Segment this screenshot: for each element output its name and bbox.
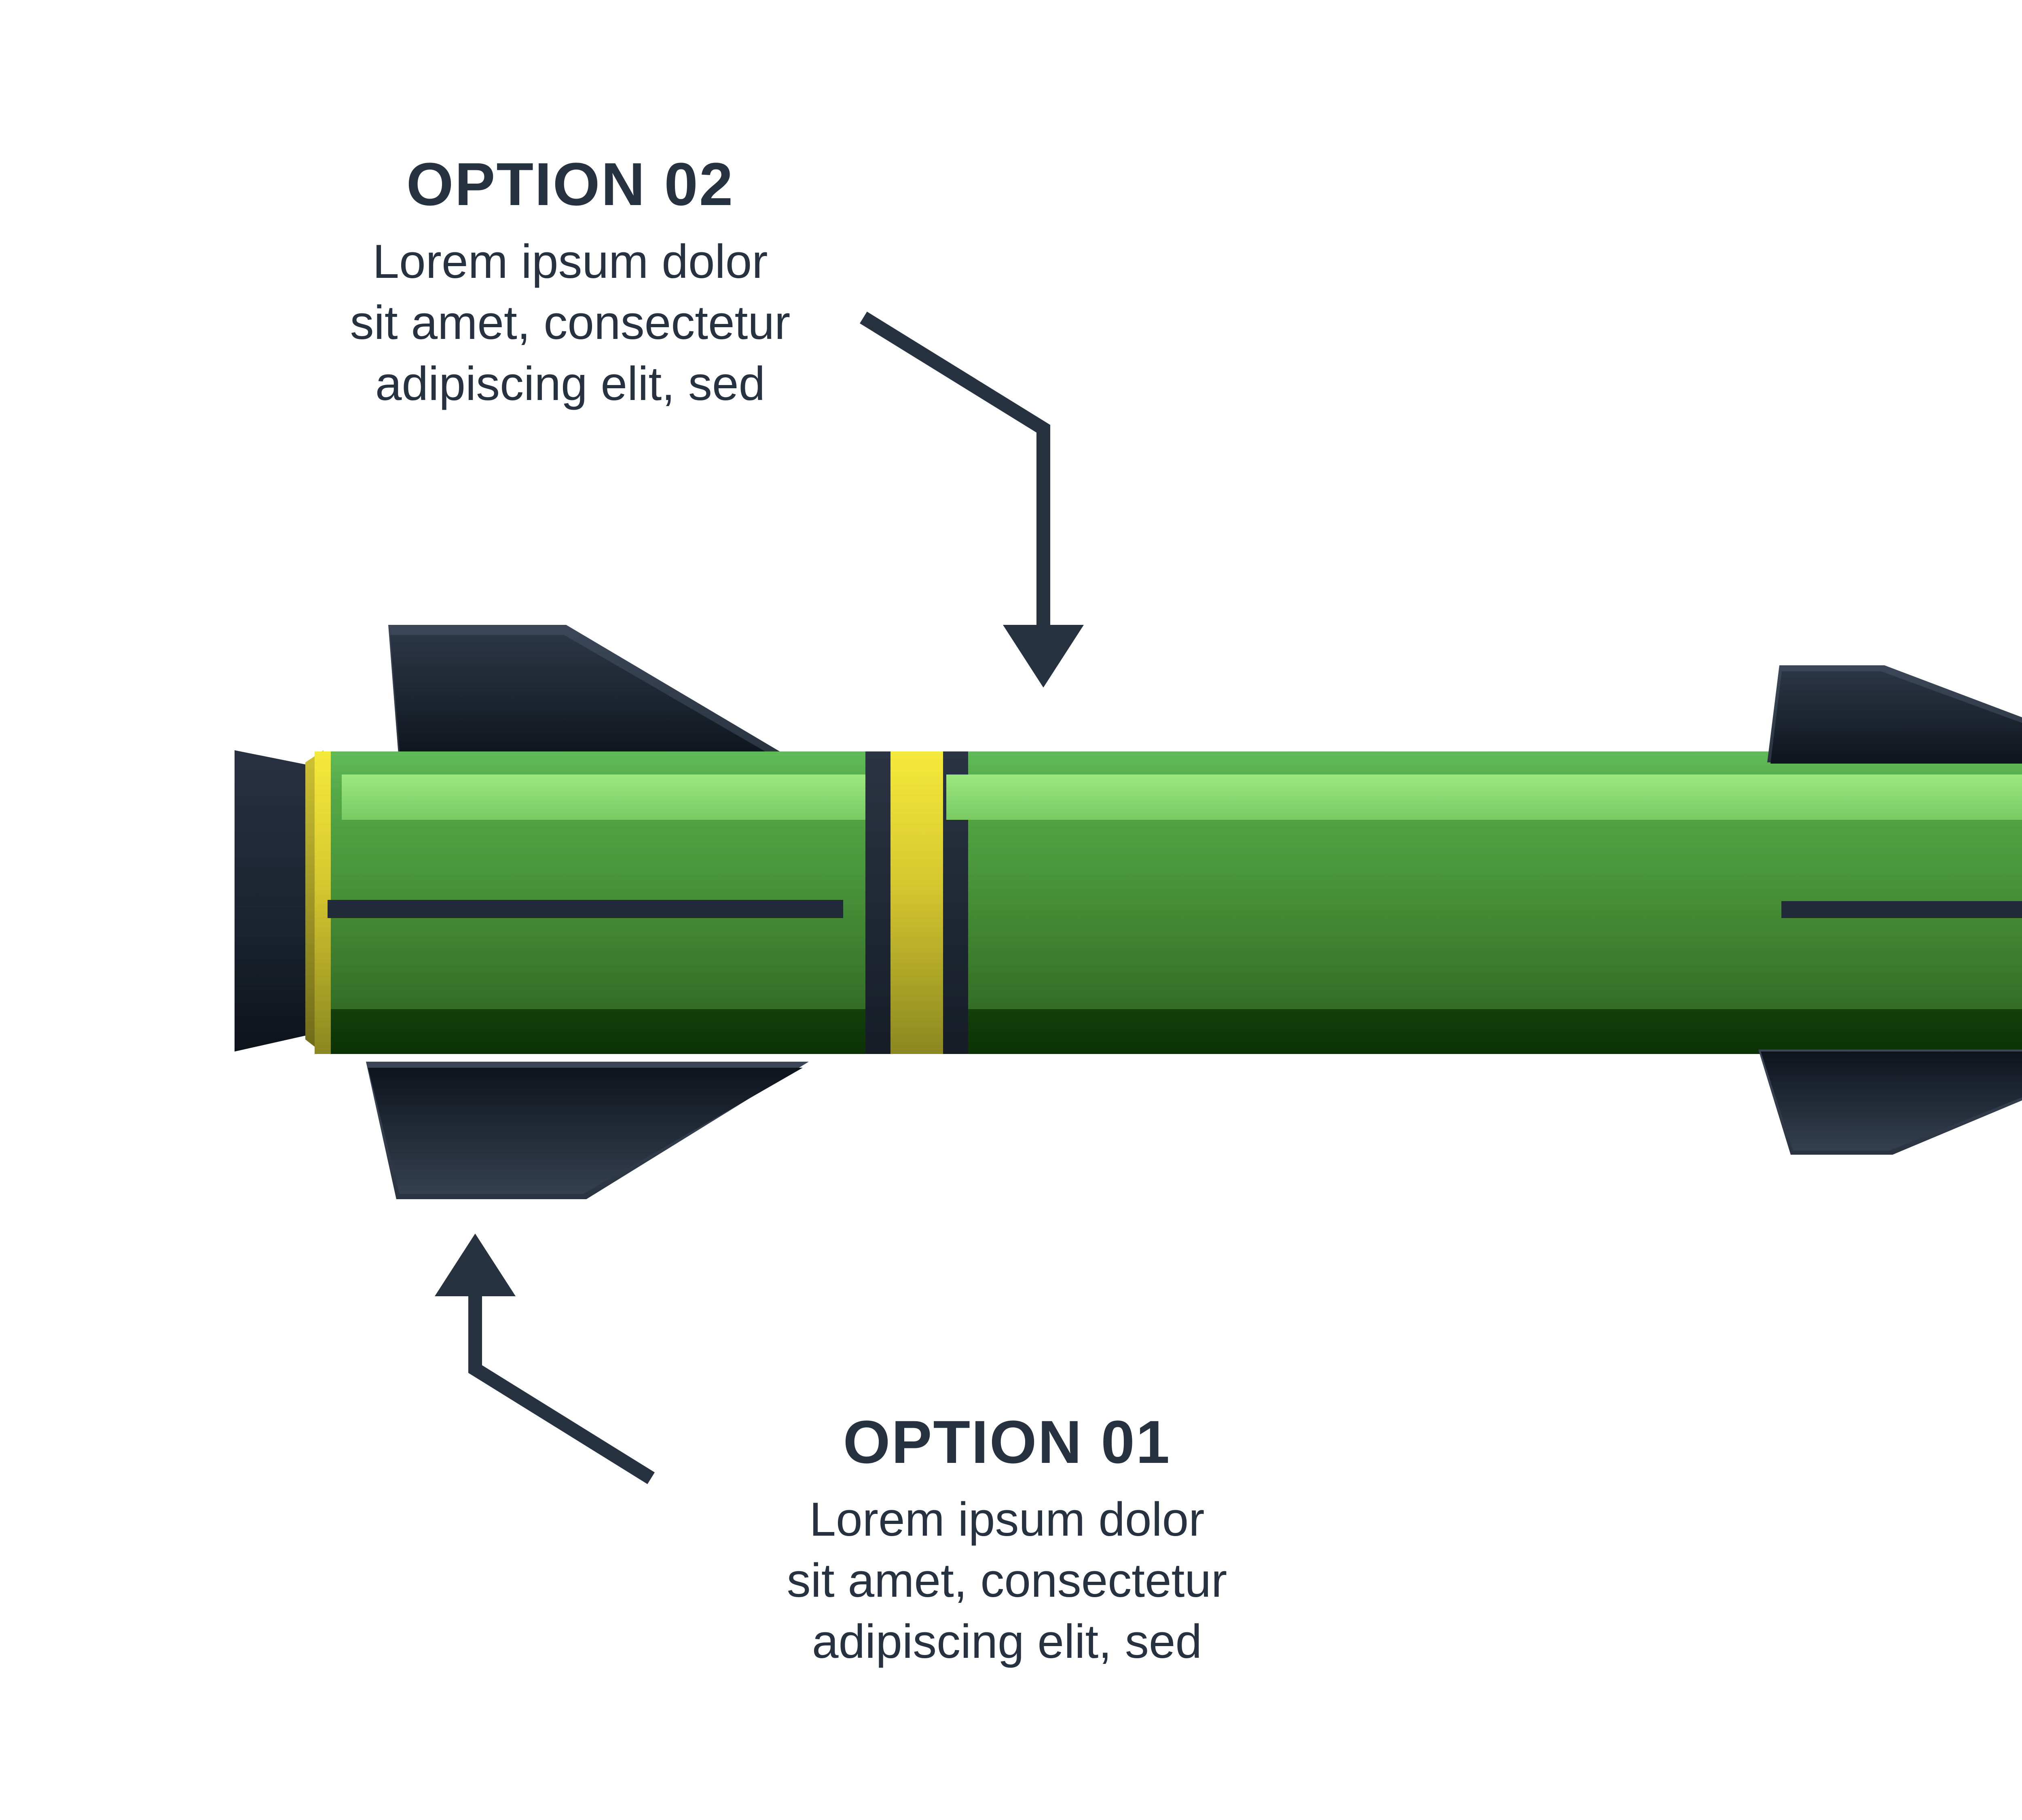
arrow-option-02 [860,311,1084,688]
arrowhead-option-01 [435,1234,516,1296]
arrowhead-option-02 [1003,625,1084,688]
body-bottom-band-forward [968,1009,2022,1054]
rocket-illustration [235,625,2022,1199]
mid-fin-top [1767,665,2022,764]
rear-fin-top [388,625,785,760]
mid-yellow-band [890,751,943,1054]
option-01-body: Lorem ipsum dolor sit amet, consectetur … [787,1493,1227,1669]
option-block-01: OPTION 01 Lorem ipsum dolor sit amet, co… [663,1412,1351,1672]
mid-fin-bottom [1758,1050,2022,1155]
body-bottom-band-rear [331,1009,865,1054]
nozzle [235,750,315,1052]
option-02-title: OPTION 02 [406,150,734,218]
body-rear-section [328,751,865,1054]
option-02-body: Lorem ipsum dolor sit amet, consectetur … [350,235,791,411]
highlight-stripe-forward [946,775,2022,820]
body-forward-section [946,751,2022,1054]
detail-line-rear [328,900,843,918]
option-block-02: OPTION 02 Lorem ipsum dolor sit amet, co… [226,154,914,415]
highlight-stripe-rear [342,775,865,820]
rear-fin-bottom [366,1062,809,1199]
detail-line-forward [1781,901,2022,918]
arrow-option-01 [435,1234,655,1484]
mid-stripe-left [865,751,890,1054]
option-01-title: OPTION 01 [843,1408,1171,1476]
connector-arrows [435,311,1084,1484]
